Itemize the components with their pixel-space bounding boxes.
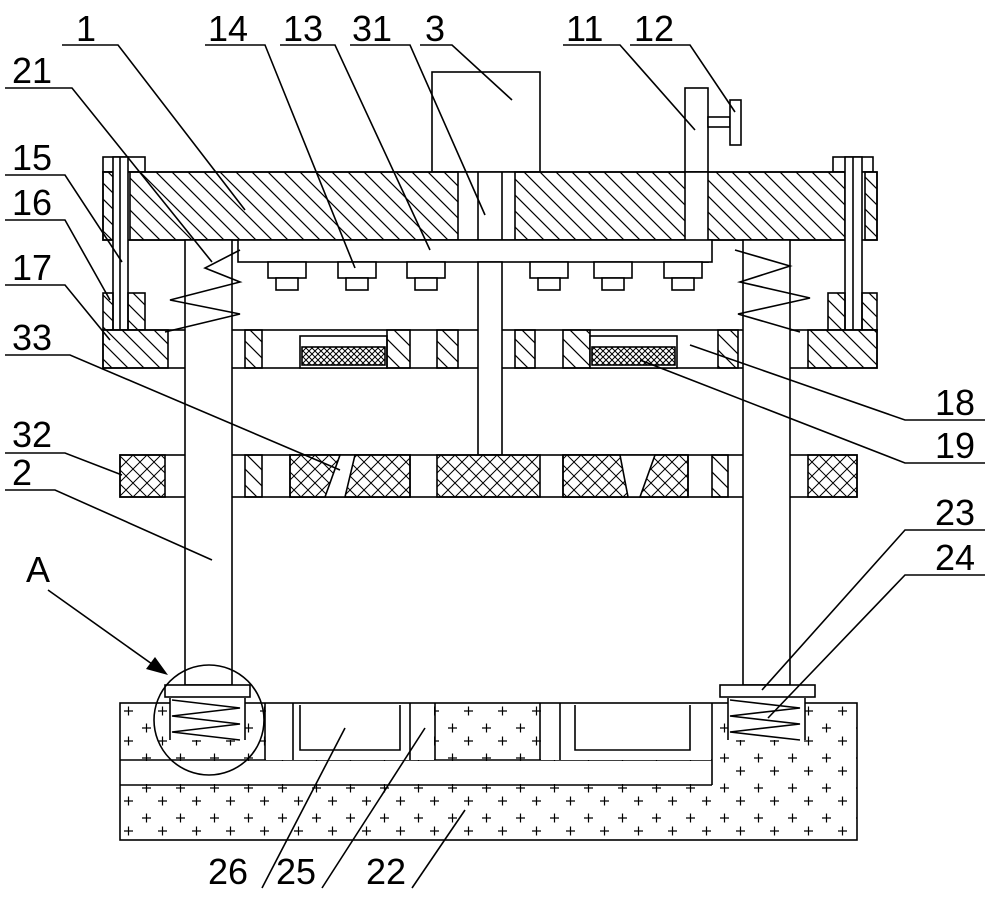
leader-line-19 bbox=[639, 359, 985, 464]
callout-labels: 1 14 13 31 3 11 12 21 15 16 17 33 32 2 A… bbox=[12, 8, 975, 892]
nozzle bbox=[663, 261, 703, 291]
leader-line-17 bbox=[5, 284, 111, 341]
support-column-right bbox=[742, 239, 791, 686]
leader-line-22 bbox=[411, 809, 466, 889]
leader-line-16 bbox=[5, 219, 111, 301]
leader-line-12 bbox=[630, 44, 736, 113]
leader-line-18 bbox=[689, 344, 985, 421]
nozzle bbox=[267, 261, 307, 291]
guide-rod-left bbox=[112, 156, 129, 331]
leader-line-1 bbox=[62, 44, 246, 211]
callout-11: 11 bbox=[566, 8, 603, 49]
leader-line-21 bbox=[5, 87, 213, 263]
nozzle bbox=[337, 261, 377, 291]
leader-line-25 bbox=[321, 727, 426, 889]
callout-a: A bbox=[26, 549, 50, 590]
callout-31: 31 bbox=[352, 8, 392, 49]
callout-1: 1 bbox=[76, 8, 96, 49]
nozzle bbox=[529, 261, 569, 291]
callout-14: 14 bbox=[208, 8, 248, 49]
leader-line-32 bbox=[5, 452, 123, 476]
lower-plate-right bbox=[719, 684, 816, 698]
lower-spring-right bbox=[727, 698, 806, 741]
stirring-plate bbox=[119, 454, 858, 498]
callout-26: 26 bbox=[208, 851, 248, 892]
leader-line-23 bbox=[761, 529, 985, 691]
leader-line-2 bbox=[5, 489, 213, 561]
leader-line-3 bbox=[420, 44, 513, 101]
callout-19: 19 bbox=[935, 425, 975, 466]
callout-13: 13 bbox=[283, 8, 323, 49]
nozzle-row bbox=[267, 261, 703, 291]
leader-line-14 bbox=[205, 44, 356, 269]
upper-spring-right bbox=[734, 249, 811, 333]
callout-23: 23 bbox=[935, 492, 975, 533]
guide-rod-right bbox=[844, 156, 863, 331]
nozzle bbox=[406, 261, 446, 291]
lower-spring-left bbox=[169, 698, 246, 741]
callout-18: 18 bbox=[935, 382, 975, 423]
callout-33: 33 bbox=[12, 317, 52, 358]
callout-3: 3 bbox=[425, 8, 445, 49]
callout-32: 32 bbox=[12, 414, 52, 455]
upper-spring-left bbox=[164, 249, 243, 333]
distribution-bar bbox=[237, 239, 713, 263]
callout-15: 15 bbox=[12, 137, 52, 178]
base-channel bbox=[121, 761, 711, 784]
leader-line-24 bbox=[767, 574, 985, 719]
support-column-left bbox=[184, 239, 233, 686]
leader-line-31 bbox=[350, 44, 486, 216]
callout-12: 12 bbox=[634, 8, 674, 49]
central-shaft bbox=[477, 261, 503, 456]
detail-circle-a bbox=[153, 664, 265, 776]
callout-22: 22 bbox=[366, 851, 406, 892]
collection-box-left bbox=[299, 705, 401, 751]
leader-line-11 bbox=[563, 44, 696, 131]
callout-24: 24 bbox=[935, 537, 975, 578]
leader-line-13 bbox=[280, 44, 431, 251]
leader-line-15 bbox=[5, 174, 123, 263]
top-plate bbox=[102, 171, 878, 241]
adjusting-knob bbox=[707, 99, 742, 146]
callout-21: 21 bbox=[12, 50, 52, 91]
detail-arrow-a bbox=[47, 589, 168, 675]
collection-box-right bbox=[574, 705, 691, 751]
nozzle bbox=[593, 261, 633, 291]
pad-right bbox=[591, 346, 676, 366]
leader-line-33 bbox=[5, 354, 341, 471]
callout-16: 16 bbox=[12, 182, 52, 223]
leader-lines bbox=[5, 44, 985, 889]
pad-left bbox=[301, 346, 386, 366]
callout-17: 17 bbox=[12, 247, 52, 288]
leader-line-26 bbox=[261, 727, 346, 889]
guide-block-right bbox=[827, 292, 878, 331]
lower-plate-left bbox=[164, 684, 251, 698]
callout-2: 2 bbox=[12, 452, 32, 493]
callout-25: 25 bbox=[276, 851, 316, 892]
motor bbox=[431, 71, 541, 173]
